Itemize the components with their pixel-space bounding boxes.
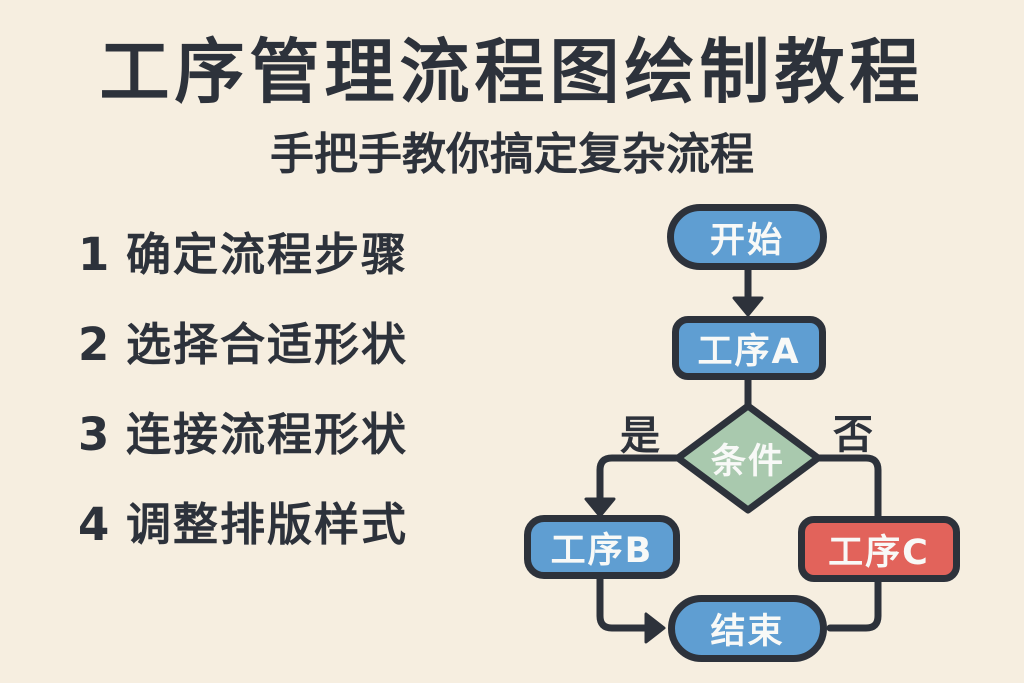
flow-node-label: 工序C: [828, 532, 930, 573]
flow-node-label: 工序B: [550, 530, 654, 571]
edge-condition-to-c: [808, 454, 882, 526]
arrowhead-down-icon: [732, 296, 764, 317]
step-label: 调整排版样式: [126, 498, 409, 551]
arrowhead-right-icon: [644, 612, 666, 644]
flow-node-label: 开始: [709, 220, 784, 261]
step-label: 连接流程形状: [126, 408, 409, 461]
flow-node-start: 开始: [667, 204, 827, 270]
flow-node-end: 结束: [668, 595, 827, 662]
branch-label-no: 否: [833, 412, 873, 458]
condition-diamond-shape: [674, 402, 822, 514]
step-number: 3: [78, 408, 110, 461]
list-item-step-3: 3 连接流程形状: [78, 412, 408, 458]
step-number: 4: [78, 498, 110, 551]
edge-c-to-end: [826, 572, 882, 632]
list-item-step-2: 2 选择合适形状: [78, 322, 408, 368]
branch-label-yes: 是: [620, 413, 660, 459]
list-item-step-4: 4 调整排版样式: [78, 502, 408, 548]
edge-condition-to-b: [596, 454, 688, 503]
steps-list: 1 确定流程步骤 2 选择合适形状 3 连接流程形状 4 调整排版样式: [78, 232, 408, 592]
flow-node-process-a: 工序A: [672, 316, 826, 380]
flow-node-process-b: 工序B: [524, 515, 680, 579]
step-label: 确定流程步骤: [126, 228, 409, 281]
edge-b-to-end: [596, 569, 649, 632]
step-number: 2: [78, 318, 110, 371]
page-title: 工序管理流程图绘制教程: [99, 31, 925, 113]
flow-node-condition-label: 条件: [710, 441, 785, 482]
arrowhead-down-icon: [584, 497, 616, 518]
flow-node-label: 工序A: [697, 331, 801, 372]
flow-node-label: 结束: [710, 612, 785, 652]
step-label: 选择合适形状: [126, 318, 409, 371]
list-item-step-1: 1 确定流程步骤: [78, 232, 408, 278]
step-number: 1: [78, 228, 110, 281]
flow-node-process-c: 工序C: [798, 516, 960, 582]
page-subtitle: 手把手教你搞定复杂流程: [270, 129, 754, 180]
